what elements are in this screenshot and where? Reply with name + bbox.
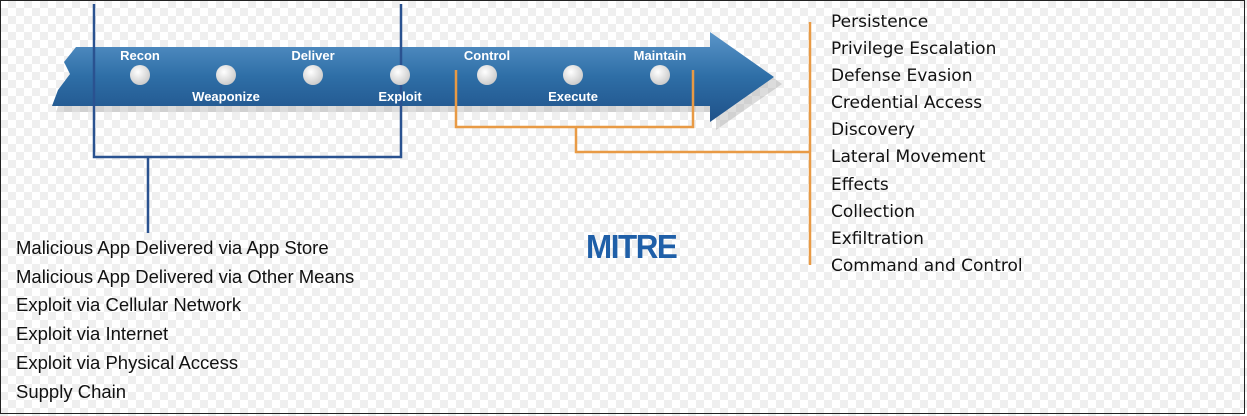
stage-dot-recon <box>130 65 150 85</box>
list-item: Lateral Movement <box>831 147 986 168</box>
stage-dot-execute <box>563 65 583 85</box>
kill-chain-arrow <box>52 32 774 122</box>
stage-dot-exploit <box>390 65 410 85</box>
list-item: Exfiltration <box>831 228 924 249</box>
list-item: Exploit via Physical Access <box>16 351 239 373</box>
list-item: Malicious App Delivered via Other Means <box>16 265 355 287</box>
stage-label-weaponize: Weaponize <box>192 89 260 104</box>
stage-label-recon: Recon <box>120 48 160 63</box>
list-item: Privilege Escalation <box>831 39 997 60</box>
initial-access-list: Malicious App Delivered via App Store Ma… <box>16 234 354 406</box>
list-item: Exploit via Internet <box>16 323 169 345</box>
stage-dot-weaponize <box>216 65 236 85</box>
list-item: Exploit via Cellular Network <box>16 294 242 316</box>
stage-label-execute: Execute <box>548 89 598 104</box>
stage-dot-maintain <box>650 65 670 85</box>
stage-label-deliver: Deliver <box>291 48 334 63</box>
list-item: Malicious App Delivered via App Store <box>16 237 329 258</box>
list-item: Command and Control <box>831 255 1023 276</box>
post-exploit-tactics-list: Persistence Privilege Escalation Defense… <box>831 9 1023 280</box>
stage-dot-deliver <box>303 65 323 85</box>
mitre-logo: MITRE <box>586 228 678 265</box>
list-item: Discovery <box>831 120 915 141</box>
post-exploit-bracket <box>454 22 812 265</box>
list-item: Persistence <box>831 12 929 32</box>
stage-label-exploit: Exploit <box>378 89 422 104</box>
list-item: Supply Chain <box>16 380 127 402</box>
list-item: Credential Access <box>831 93 983 114</box>
list-item: Collection <box>831 201 916 222</box>
stage-label-control: Control <box>464 48 510 63</box>
initial-access-bracket <box>92 4 403 233</box>
stage-dot-control <box>477 65 497 85</box>
list-item: Defense Evasion <box>831 66 973 87</box>
stage-label-maintain: Maintain <box>634 48 687 63</box>
list-item: Effects <box>831 174 889 195</box>
